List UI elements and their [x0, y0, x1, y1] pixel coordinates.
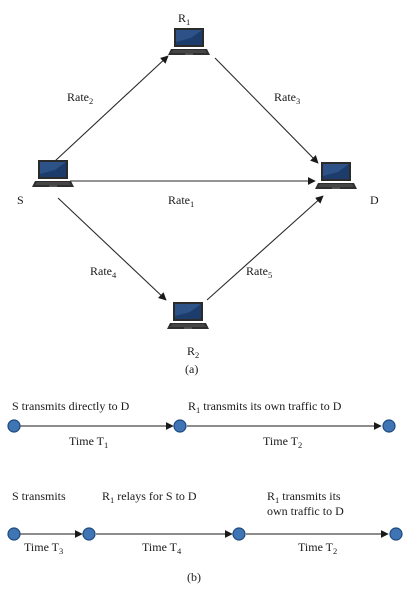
- row2-time4-label: Time T4: [142, 540, 182, 556]
- row2-phase3-text-line2: own traffic to D: [267, 504, 344, 518]
- edge-label-rate1: Rate1: [168, 193, 194, 209]
- row2-phase1-text: S transmits: [12, 489, 66, 503]
- caption-a: (a): [185, 362, 198, 376]
- edge-label-rate3: Rate3: [274, 90, 300, 106]
- node-label-r1: R1: [178, 11, 190, 27]
- laptop-icon: [168, 28, 210, 55]
- node-label-r2: R2: [187, 344, 199, 360]
- edge-s-r1: [54, 55, 169, 162]
- row2-time3-label: Time T3: [24, 540, 63, 556]
- timeline-node: [7, 527, 21, 541]
- diagram-b: S transmits directly to D R1 transmits i…: [7, 399, 403, 584]
- row1-phase1-text: S transmits directly to D: [12, 399, 130, 413]
- edge-s-r2: [57, 197, 167, 301]
- row2-phase2-text: R1 relays for S to D: [102, 489, 197, 505]
- laptop-icon: [32, 160, 74, 187]
- timeline-node: [7, 419, 21, 433]
- laptop-icon: [167, 302, 209, 329]
- edge-r1-d: [214, 57, 319, 164]
- timeline-node: [82, 527, 96, 541]
- row2-time2-label: Time T2: [298, 540, 337, 556]
- timeline-node: [173, 419, 187, 433]
- laptop-icon: [315, 162, 357, 189]
- timeline-node: [232, 527, 246, 541]
- timeline-node: [382, 419, 396, 433]
- edge-r2-d: [206, 195, 324, 301]
- row1-phase2-text: R1 transmits its own traffic to D: [188, 399, 342, 415]
- row1-time2-label: Time T2: [263, 434, 302, 450]
- edge-label-rate5: Rate5: [246, 264, 272, 280]
- row1-time1-label: Time T1: [69, 434, 108, 450]
- timeline-node: [389, 527, 403, 541]
- edge-label-rate4: Rate4: [90, 264, 117, 280]
- edge-label-rate2: Rate2: [67, 90, 93, 106]
- node-label-s: S: [17, 193, 24, 207]
- row2-phase3-text-line1: R1 transmits its: [267, 489, 341, 505]
- caption-b: (b): [187, 570, 201, 584]
- node-label-d: D: [370, 193, 379, 207]
- diagram-a: R1 S D R2 Rate2 Rate3 Rate1 Rate4 Rate5 …: [17, 11, 379, 376]
